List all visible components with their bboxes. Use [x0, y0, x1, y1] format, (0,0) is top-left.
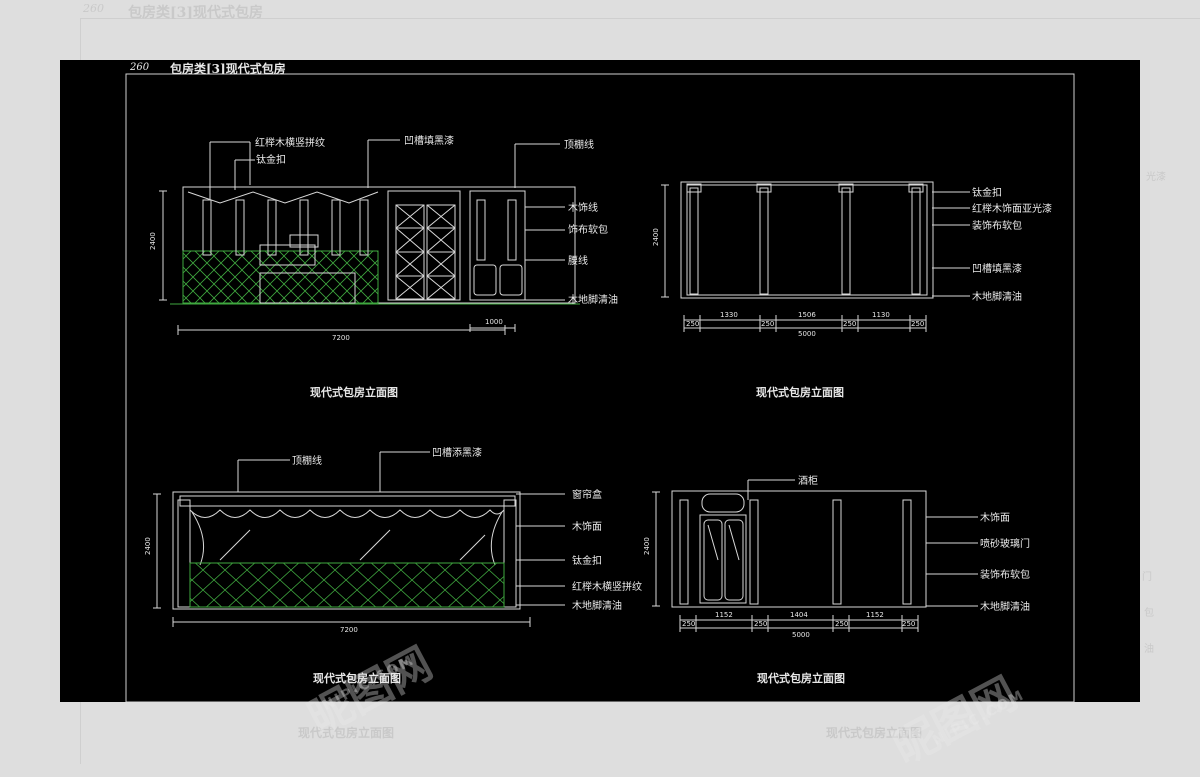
callout-2-5: 木地脚清油: [972, 290, 1022, 303]
elevation-1-cabinet-right: [469, 190, 526, 301]
caption-1: 现代式包房立面图: [310, 385, 398, 399]
caption-2: 现代式包房立面图: [756, 385, 844, 399]
ghost-sheet-number: 260: [83, 2, 104, 15]
ghost-side-label-3: 包: [1144, 608, 1154, 619]
callout-3-4: 木饰面: [572, 520, 602, 533]
callout-3-3: 窗帘盒: [572, 488, 602, 501]
callout-1-8: 木地脚清油: [568, 293, 618, 306]
callout-3-5: 钛金扣: [572, 554, 602, 567]
callout-2-2: 红榉木饰面亚光漆: [972, 202, 1052, 215]
callout-3-7: 木地脚清油: [572, 599, 622, 612]
elevation-1-tv: [259, 244, 316, 266]
ghost-side-label-1: 光漆: [1146, 172, 1166, 183]
ghost-side-label-4: 油: [1144, 644, 1154, 655]
callout-4-5: 木地脚清油: [980, 600, 1030, 613]
elevation-4-outline: [671, 490, 927, 608]
cad-drawing: 260 包房类[3]现代式包房 红榉: [125, 61, 1075, 702]
callout-3-6: 红榉木横竖拼纹: [572, 580, 642, 593]
elevation-1-cabinet: [259, 272, 356, 304]
callout-2-3: 装饰布软包: [972, 219, 1022, 232]
elevation-1-outline: [182, 186, 576, 304]
dim-1-width: 7200: [332, 334, 350, 342]
caption-4: 现代式包房立面图: [757, 671, 845, 685]
callout-2-4: 凹槽填黑漆: [972, 262, 1022, 275]
dim-4-total: 5000: [792, 631, 810, 639]
dim-2-seg-1: 250: [686, 320, 699, 328]
elevation-1-door-frame: [387, 190, 461, 301]
elevation-1: [159, 139, 580, 335]
callout-1-3: 凹槽填黑漆: [404, 134, 454, 147]
dim-2-seg-2: 1330: [720, 311, 738, 319]
dim-4-seg-6: 1152: [866, 611, 884, 619]
callout-1-4: 顶棚线: [564, 138, 594, 151]
callout-3-2: 凹槽添黑漆: [432, 446, 482, 459]
dim-4-seg-1: 250: [682, 620, 695, 628]
ghost-caption-right: 现代式包房立面图: [826, 726, 923, 740]
ghost-sheet-title: 包房类[3]现代式包房: [128, 5, 263, 21]
dim-4-seg-5: 250: [835, 620, 848, 628]
ghost-caption-left: 现代式包房立面图: [298, 726, 395, 740]
sheet-title: 包房类[3]现代式包房: [169, 61, 286, 76]
dim-4-seg-4: 1404: [790, 611, 808, 619]
callout-1-7: 腰线: [568, 254, 588, 267]
callout-1-2: 钛金扣: [256, 153, 286, 166]
callout-2-1: 钛金扣: [972, 186, 1002, 199]
callout-4-1: 酒柜: [798, 474, 818, 487]
dim-4-seg-7: 250: [902, 620, 915, 628]
elevation-1-hatch-left: [182, 250, 379, 304]
dim-1-height: 2400: [149, 232, 157, 250]
caption-3: 现代式包房立面图: [313, 671, 401, 685]
callout-4-2: 木饰面: [980, 511, 1010, 524]
callout-3-1: 顶棚线: [292, 454, 322, 467]
dim-2-seg-5: 250: [843, 320, 856, 328]
dim-2-total: 5000: [798, 330, 816, 338]
sheet-frame: [125, 73, 1075, 702]
elevation-4-labels: 酒柜 木饰面 喷砂玻璃门 装饰布软包 木地脚清油 2400 250 1152 2…: [643, 474, 1030, 685]
dim-2-height: 2400: [652, 228, 660, 246]
callout-1-1: 红榉木横竖拼纹: [255, 136, 325, 149]
elevation-3-labels: 顶棚线 凹槽添黑漆 窗帘盒 木饰面 钛金扣 红榉木横竖拼纹 木地脚清油 2400…: [144, 446, 642, 685]
dim-3-height: 2400: [144, 537, 152, 555]
ghost-side-label-2: 门: [1142, 572, 1152, 583]
dim-2-seg-4: 1506: [798, 311, 816, 319]
elevation-4: [652, 479, 978, 632]
elevation-3-outline: [172, 491, 521, 610]
elevation-2: [661, 181, 970, 332]
dim-3-width: 7200: [340, 626, 358, 634]
callout-1-6: 饰布软包: [568, 223, 608, 236]
callout-4-3: 喷砂玻璃门: [980, 537, 1030, 550]
elevation-2-outline: [680, 181, 934, 299]
dim-1-sub: 1000: [485, 318, 503, 326]
sheet-number: 260: [129, 62, 150, 73]
callout-1-5: 木饰线: [568, 201, 598, 214]
dim-2-seg-6: 1130: [872, 311, 890, 319]
dim-4-seg-2: 1152: [715, 611, 733, 619]
dim-2-seg-3: 250: [761, 320, 774, 328]
callout-4-4: 装饰布软包: [980, 568, 1030, 581]
elevation-1-labels: 红榉木横竖拼纹 钛金扣 凹槽填黑漆 顶棚线 木饰线 饰布软包 腰线 木地脚清油 …: [149, 134, 618, 399]
dim-4-height: 2400: [643, 537, 651, 555]
cad-canvas: 260 包房类[3]现代式包房 红榉: [60, 60, 1140, 702]
elevation-1-tv-top: [289, 234, 319, 248]
elevation-1-panels: [187, 191, 379, 256]
elevation-3: [153, 451, 565, 627]
elevation-2-labels: 钛金扣 红榉木饰面亚光漆 装饰布软包 凹槽填黑漆 木地脚清油 2400 250 …: [652, 186, 1052, 399]
dim-2-seg-7: 250: [911, 320, 924, 328]
dim-4-seg-3: 250: [754, 620, 767, 628]
